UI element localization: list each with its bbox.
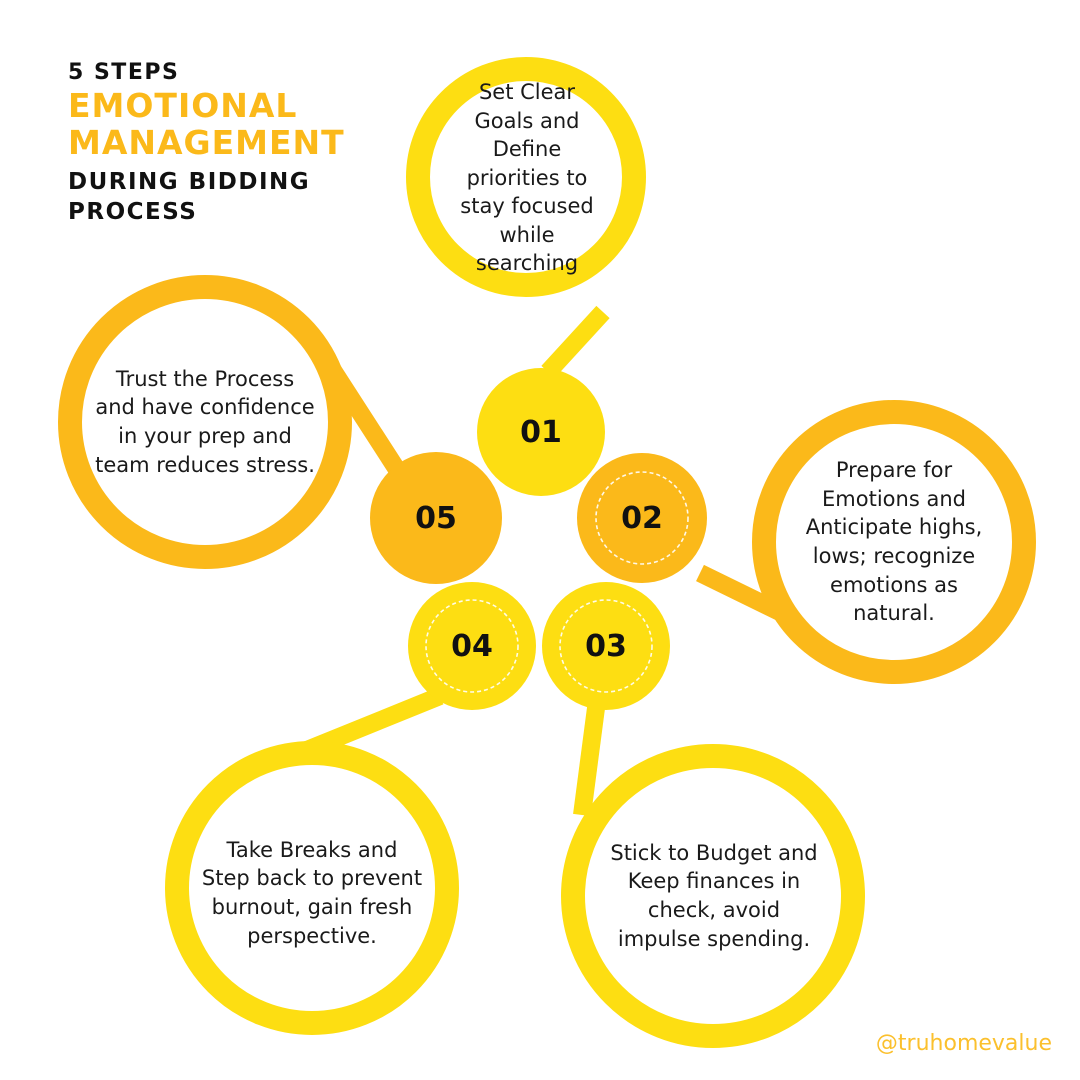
step-description-03: Stick to Budget and Keep finances in che… [610,840,818,951]
connector-03 [573,706,605,817]
title-sub-line1: DURING BIDDING [68,169,311,196]
title-block: 5 STEPS EMOTIONAL MANAGEMENT DURING BIDD… [68,60,398,228]
title-sub: DURING BIDDING PROCESS [68,168,398,228]
title-main-line2: MANAGEMENT [68,123,345,163]
step-number-02: 02 [621,500,663,536]
step-ring-04 [165,741,459,1035]
step-hub-dashed-ring-04 [425,599,519,693]
step-hub-dashed-ring-03 [559,599,653,693]
step-number-03: 03 [585,628,627,664]
step-ring-02 [752,400,1036,684]
connector-01 [541,305,610,379]
step-number-01: 01 [520,414,562,450]
step-description-05: Trust the Process and have confidence in… [95,366,315,477]
step-ring-05 [58,275,352,569]
social-handle[interactable]: @truhomevalue [875,1031,1052,1056]
step-description-01: Set Clear Goals and Define priorities to… [460,80,594,275]
step-hub-dashed-ring-02 [595,471,689,565]
step-hub-05 [370,452,502,584]
step-ring-03 [561,744,865,1048]
step-number-circles [370,368,707,710]
title-sub-line2: PROCESS [68,199,198,226]
step-number-05: 05 [415,500,457,536]
title-eyebrow: 5 STEPS [68,60,180,85]
title-main-line1: EMOTIONAL [68,86,298,126]
title-main: EMOTIONAL MANAGEMENT [68,86,398,163]
step-number-04: 04 [451,628,493,664]
step-hub-01 [477,368,605,496]
step-ring-01 [406,57,646,297]
step-description-02: Prepare for Emotions and Anticipate high… [805,458,983,626]
step-rings [58,57,1036,1048]
step-description-04: Take Breaks and Step back to prevent bur… [201,837,423,948]
